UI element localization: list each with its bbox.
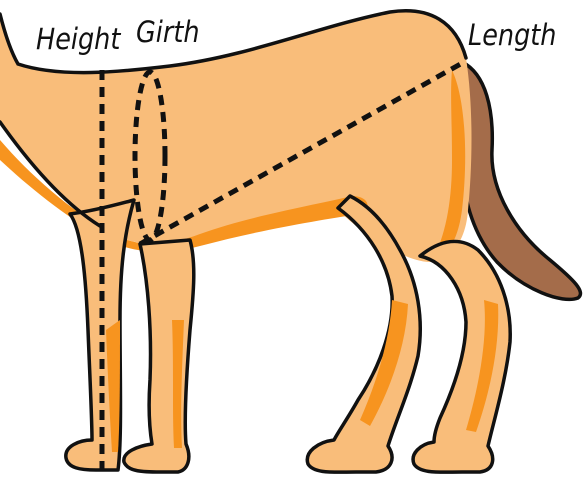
height-label: Height — [36, 22, 121, 56]
front-leg-left-shade — [106, 320, 120, 452]
dog-back-outline — [0, 9, 468, 75]
front-leg-right-shade — [172, 320, 184, 448]
length-label: Length — [468, 18, 557, 52]
hind-leg-right-shade — [466, 300, 499, 432]
hind-leg-left-shade — [360, 300, 408, 426]
girth-label: Girth — [136, 15, 200, 49]
hind-leg-right — [411, 239, 512, 474]
girth-measure-loop — [132, 69, 168, 243]
front-leg-right — [122, 238, 196, 474]
dog-rump-shade — [432, 70, 466, 260]
dog-chest-outline — [0, 120, 102, 228]
length-measure-line — [138, 59, 466, 247]
